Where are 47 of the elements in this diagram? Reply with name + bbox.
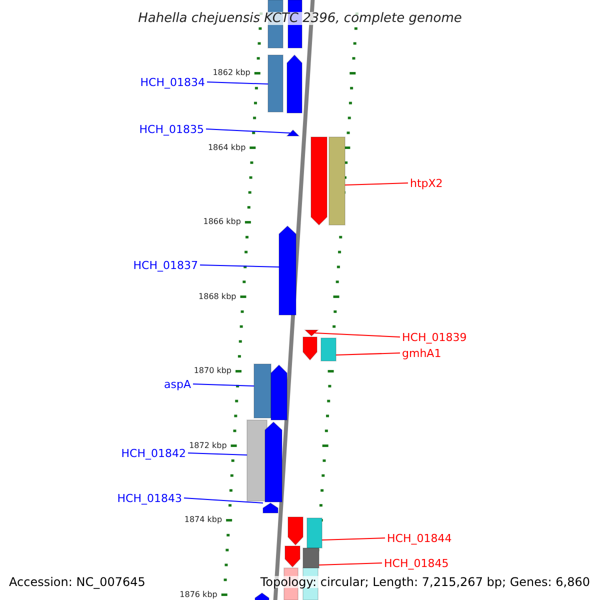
- tick-label: 1870 kbp: [194, 367, 232, 375]
- gene-block: [254, 592, 270, 600]
- gene-block: [306, 518, 322, 548]
- tick-label: 1876 kbp: [180, 590, 218, 598]
- gene-block: [246, 420, 268, 502]
- gene-block: [286, 54, 302, 114]
- gene-block: [310, 136, 328, 226]
- tick-label: 1864 kbp: [208, 144, 246, 152]
- gene-label: aspA: [164, 378, 191, 390]
- leader-line: [314, 332, 400, 338]
- leader-line: [200, 264, 280, 268]
- tick-label: 1862 kbp: [212, 69, 250, 77]
- gene-block: [270, 364, 288, 420]
- leader-line: [206, 82, 268, 84]
- leader-line: [192, 384, 254, 386]
- leader-line: [344, 182, 408, 186]
- gene-block: [278, 225, 296, 316]
- gene-label: HCH_01835: [139, 124, 204, 134]
- gene-label: htpX2: [410, 178, 443, 188]
- tick-label: 1868 kbp: [198, 292, 236, 300]
- gene-label: HCH_01834: [140, 76, 205, 88]
- gene-block: [288, 516, 304, 546]
- leader-line: [336, 352, 400, 356]
- tick-label: 1866 kbp: [203, 218, 241, 226]
- gene-block: [286, 129, 300, 136]
- gene-block: [320, 338, 336, 362]
- gene-block: [328, 136, 346, 226]
- gene-label: HCH_01845: [384, 558, 449, 568]
- leader-line: [184, 498, 264, 504]
- gene-block: [254, 364, 272, 418]
- tick-label: 1872 kbp: [189, 442, 227, 450]
- leader-line: [318, 562, 382, 566]
- gene-block: [302, 548, 320, 568]
- tick-label: 1874 kbp: [184, 516, 222, 524]
- gene-label: HCH_01844: [387, 532, 452, 544]
- gene-label: HCH_01842: [121, 448, 186, 458]
- gene-label: HCH_01837: [133, 260, 198, 270]
- leader-line: [322, 538, 386, 540]
- accession-text: Accession: NC_007645: [9, 576, 146, 588]
- gene-block: [284, 546, 300, 568]
- gene-label: gmhA1: [402, 348, 442, 358]
- leader-line: [206, 128, 290, 134]
- genome-summary-text: Topology: circular; Length: 7,215,267 bp; Genes: 6,860: [260, 576, 590, 588]
- title: Hahella chejuensis KCTC 2396, complete genome: [138, 12, 462, 24]
- gene-label: HCH_01839: [402, 332, 467, 342]
- gene-label: HCH_01843: [117, 492, 182, 504]
- gene-block: [268, 54, 284, 112]
